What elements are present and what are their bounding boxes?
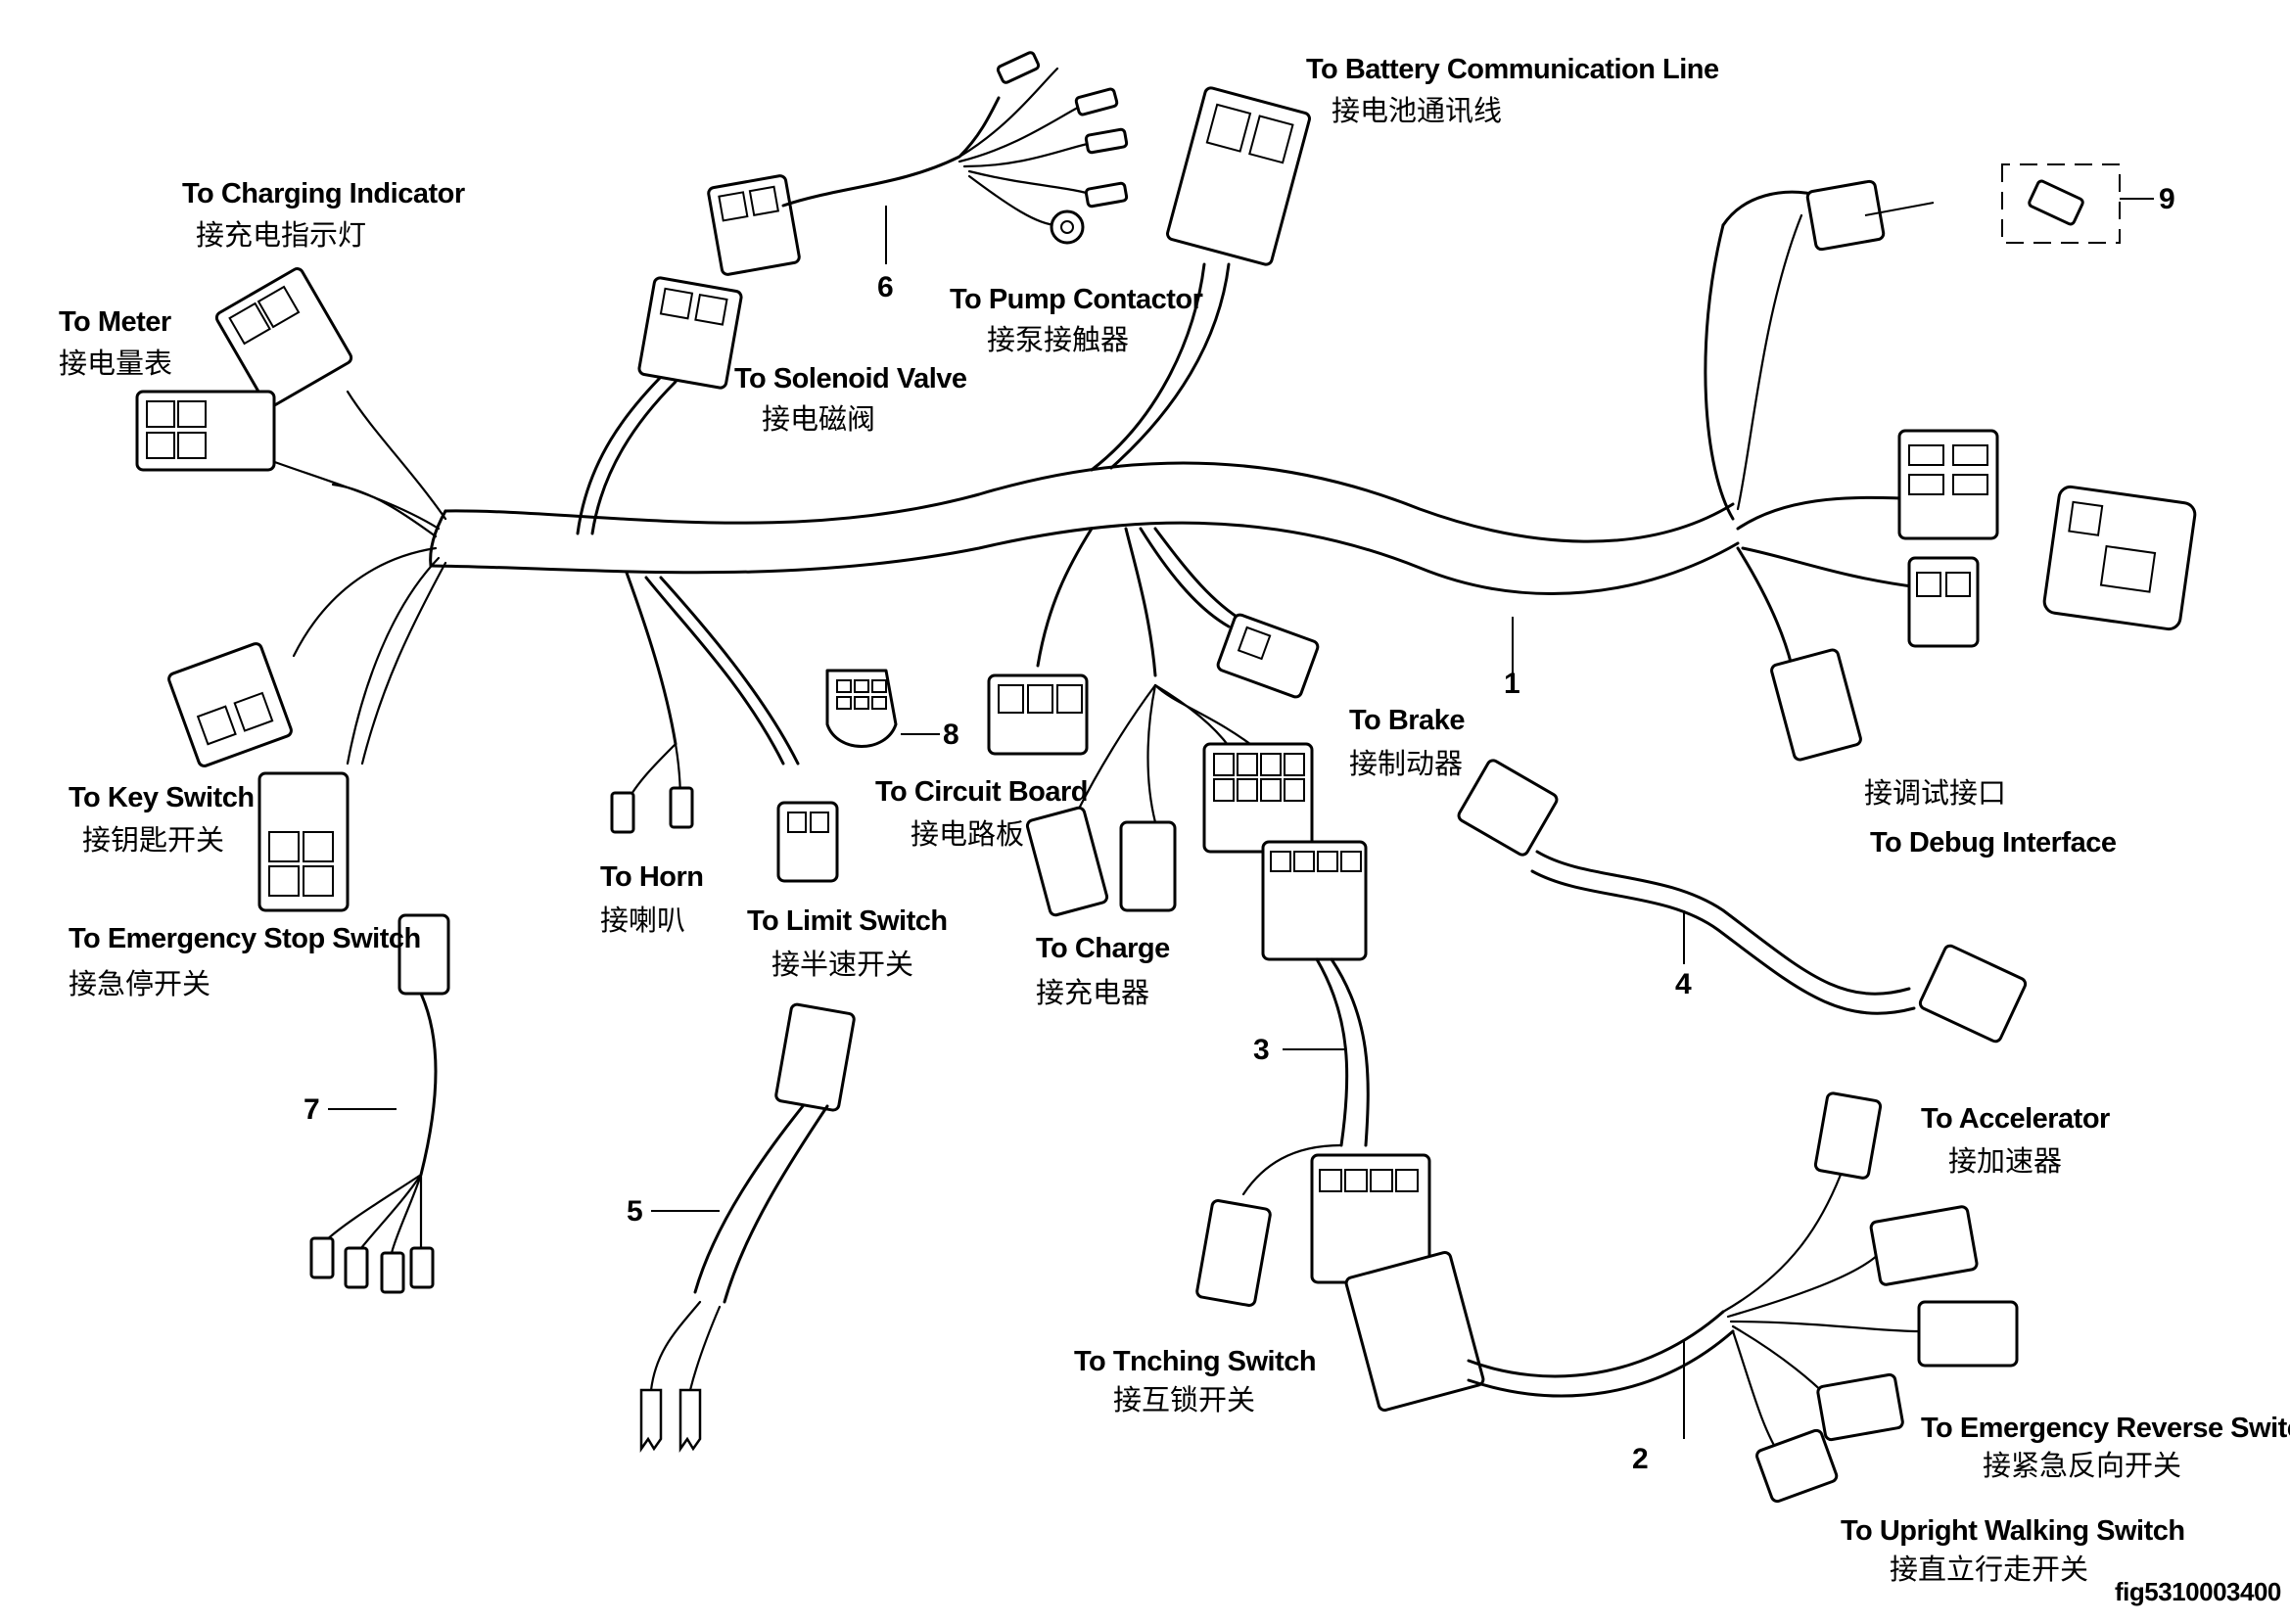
label-accelerator-zh: 接加速器 — [1948, 1144, 2062, 1178]
labels: To Battery Communication Line 接电池通讯线 To … — [59, 54, 2290, 1606]
label-emergency-reverse-en: To Emergency Reverse Switch — [1921, 1413, 2290, 1444]
label-horn-zh: 接喇叭 — [600, 904, 685, 937]
label-accelerator-en: To Accelerator — [1921, 1103, 2110, 1135]
label-inching-switch-zh: 接互锁开关 — [1113, 1383, 1255, 1416]
label-circuit-board-en: To Circuit Board — [875, 776, 1088, 808]
label-battery-comm-zh: 接电池通讯线 — [1332, 94, 1502, 127]
label-charging-indicator-en: To Charging Indicator — [182, 178, 465, 209]
callout-8: 8 — [943, 719, 959, 751]
connector-meter — [135, 390, 276, 472]
callout-7: 7 — [304, 1093, 320, 1126]
label-pump-contactor-zh: 接泵接触器 — [987, 323, 1129, 356]
sub-harness-6 — [707, 51, 1129, 276]
label-limit-switch-zh: 接半速开关 — [771, 948, 913, 981]
item-8-plug — [825, 669, 898, 748]
label-key-switch-en: To Key Switch — [69, 782, 255, 813]
label-limit-switch-en: To Limit Switch — [747, 905, 948, 937]
figure-id: fig5310003400 — [2115, 1577, 2281, 1606]
label-debug-interface-en: To Debug Interface — [1870, 827, 2117, 858]
connector-solenoid-valve — [637, 276, 743, 390]
label-battery-comm-en: To Battery Communication Line — [1306, 54, 1719, 85]
connector-key-switch — [167, 642, 293, 767]
label-horn-en: To Horn — [600, 861, 704, 893]
label-debug-interface-zh: 接调试接口 — [1864, 776, 2006, 810]
label-solenoid-valve-zh: 接电磁阀 — [762, 402, 875, 436]
main-harness — [267, 190, 1921, 824]
sub-harness-5 — [639, 1002, 856, 1453]
horn-terminals — [610, 742, 694, 834]
connector-charge — [1025, 806, 1177, 917]
callout-3: 3 — [1253, 1034, 1270, 1066]
debug-module — [2042, 485, 2197, 631]
label-emergency-reverse-zh: 接紧急反向开关 — [1983, 1449, 2181, 1482]
label-pump-contactor-en: To Pump Contactor — [950, 284, 1203, 315]
callout-numbers: 1 2 3 4 5 6 7 8 9 — [304, 183, 2175, 1475]
leader-lines — [328, 198, 2154, 1439]
limit-switch-connector — [776, 801, 839, 883]
connector-battery-comm — [1166, 86, 1311, 266]
connector-charge-multi — [1202, 742, 1314, 854]
sub-harness-3 — [1195, 840, 1431, 1307]
label-solenoid-valve-en: To Solenoid Valve — [734, 363, 967, 394]
label-charging-indicator-zh: 接充电指示灯 — [196, 218, 366, 252]
callout-5: 5 — [627, 1195, 643, 1228]
connector-charging-indicator — [214, 267, 353, 408]
label-meter-zh: 接电量表 — [59, 347, 172, 380]
callout-1: 1 — [1504, 668, 1520, 700]
label-meter-en: To Meter — [59, 306, 171, 338]
label-upright-walking-en: To Upright Walking Switch — [1841, 1515, 2185, 1547]
callout-9: 9 — [2159, 183, 2175, 215]
callout-4: 4 — [1675, 968, 1692, 1000]
connector-circuit-board — [987, 673, 1089, 756]
label-emergency-stop-en: To Emergency Stop Switch — [69, 923, 421, 954]
sub-harness-4 — [1457, 759, 2028, 1044]
callout-2: 2 — [1632, 1443, 1649, 1475]
label-charge-en: To Charge — [1036, 933, 1170, 964]
label-circuit-board-zh: 接电路板 — [911, 817, 1024, 851]
label-brake-en: To Brake — [1349, 705, 1465, 736]
sub-harness-2 — [1344, 1091, 2019, 1504]
connector-emergency-stop — [257, 771, 350, 912]
callout-6: 6 — [877, 271, 894, 303]
label-key-switch-zh: 接钥匙开关 — [82, 823, 224, 857]
label-emergency-stop-zh: 接急停开关 — [69, 967, 210, 1000]
label-inching-switch-en: To Tnching Switch — [1074, 1346, 1316, 1377]
label-brake-zh: 接制动器 — [1349, 747, 1463, 780]
label-upright-walking-zh: 接直立行走开关 — [1890, 1553, 2088, 1586]
connector-brake — [1216, 613, 1320, 699]
sub-harness-7 — [309, 913, 450, 1294]
item-9-fuse — [2001, 163, 2121, 244]
label-charge-zh: 接充电器 — [1036, 976, 1149, 1009]
connector-debug-interface — [1770, 179, 1999, 762]
